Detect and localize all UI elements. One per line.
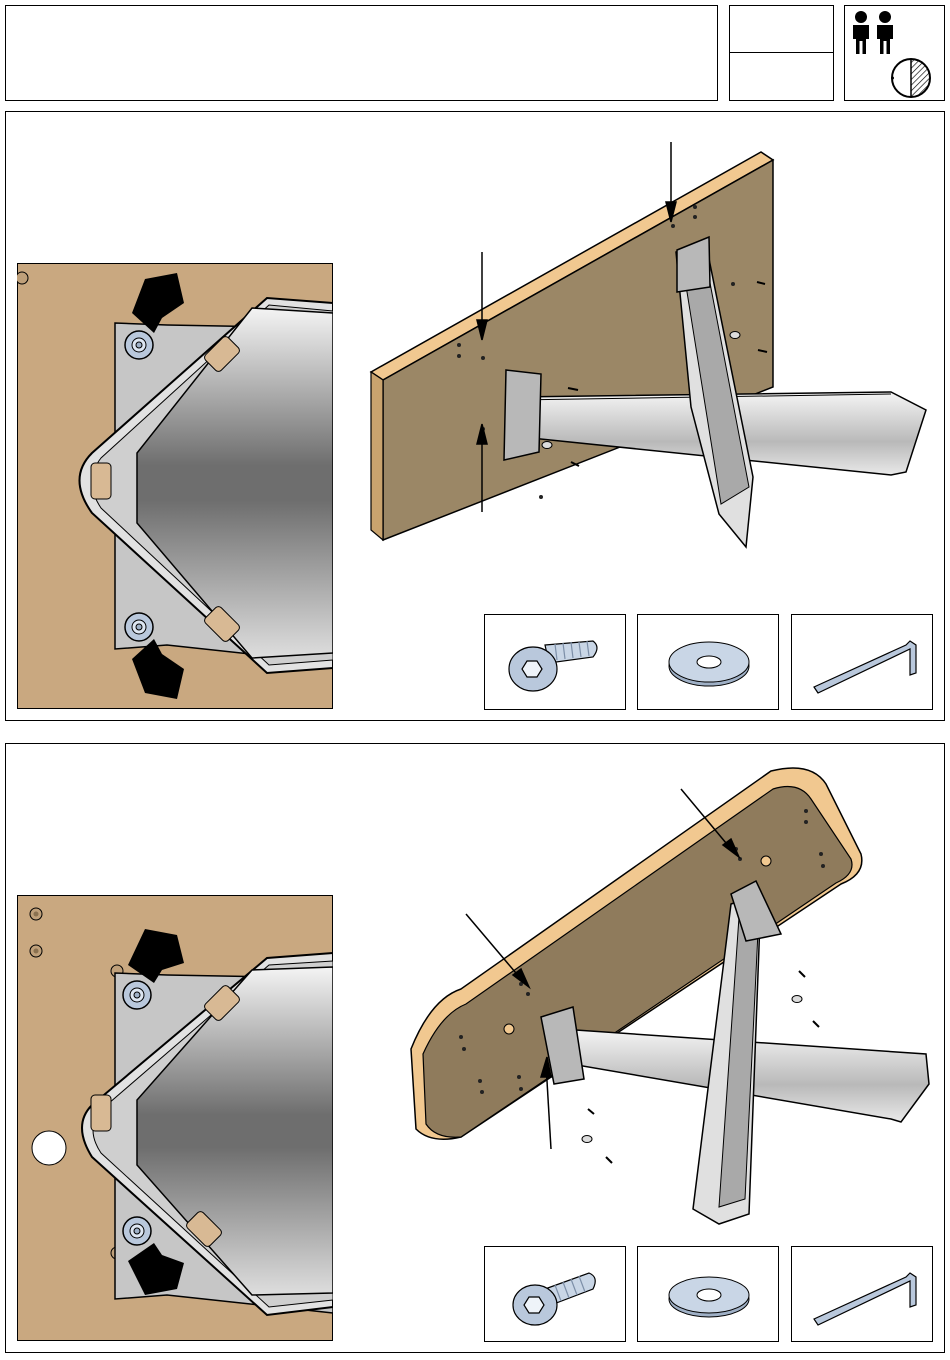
hex-button-screw-icon xyxy=(505,1259,605,1329)
clock-half-icon xyxy=(889,56,933,100)
flat-washer-icon xyxy=(664,635,754,691)
screw-head-lower xyxy=(125,613,153,641)
step-1-detail-view xyxy=(17,263,333,709)
step-2-detail-view xyxy=(17,895,333,1341)
step-total xyxy=(730,53,833,101)
flat-washer-icon xyxy=(664,1267,754,1323)
screw-head-upper-2 xyxy=(123,981,151,1009)
step-1-hardware-allen-key-box xyxy=(791,614,933,710)
step-1-main-illustration xyxy=(361,142,941,582)
step-number-box xyxy=(729,5,834,101)
step-2-hardware-allen-key-box xyxy=(791,1246,933,1342)
step-1-hardware-washer-box xyxy=(637,614,779,710)
step-2-hardware-screw-box xyxy=(484,1246,626,1342)
allen-key-icon xyxy=(806,1265,922,1327)
allen-key-icon xyxy=(806,633,922,695)
requirements-box xyxy=(844,5,945,101)
step-number xyxy=(730,6,833,53)
step-2-hardware-washer-box xyxy=(637,1246,779,1342)
step-2-panel xyxy=(5,743,945,1353)
step-1-hardware-screw-box xyxy=(484,614,626,710)
screw-head-lower-2 xyxy=(123,1217,151,1245)
step-1-panel xyxy=(5,111,945,721)
step-2-main-illustration xyxy=(401,759,941,1229)
hex-button-screw-icon xyxy=(505,627,605,697)
screw-head-upper xyxy=(125,331,153,359)
two-persons-icon xyxy=(848,8,900,60)
title-box xyxy=(5,5,718,101)
